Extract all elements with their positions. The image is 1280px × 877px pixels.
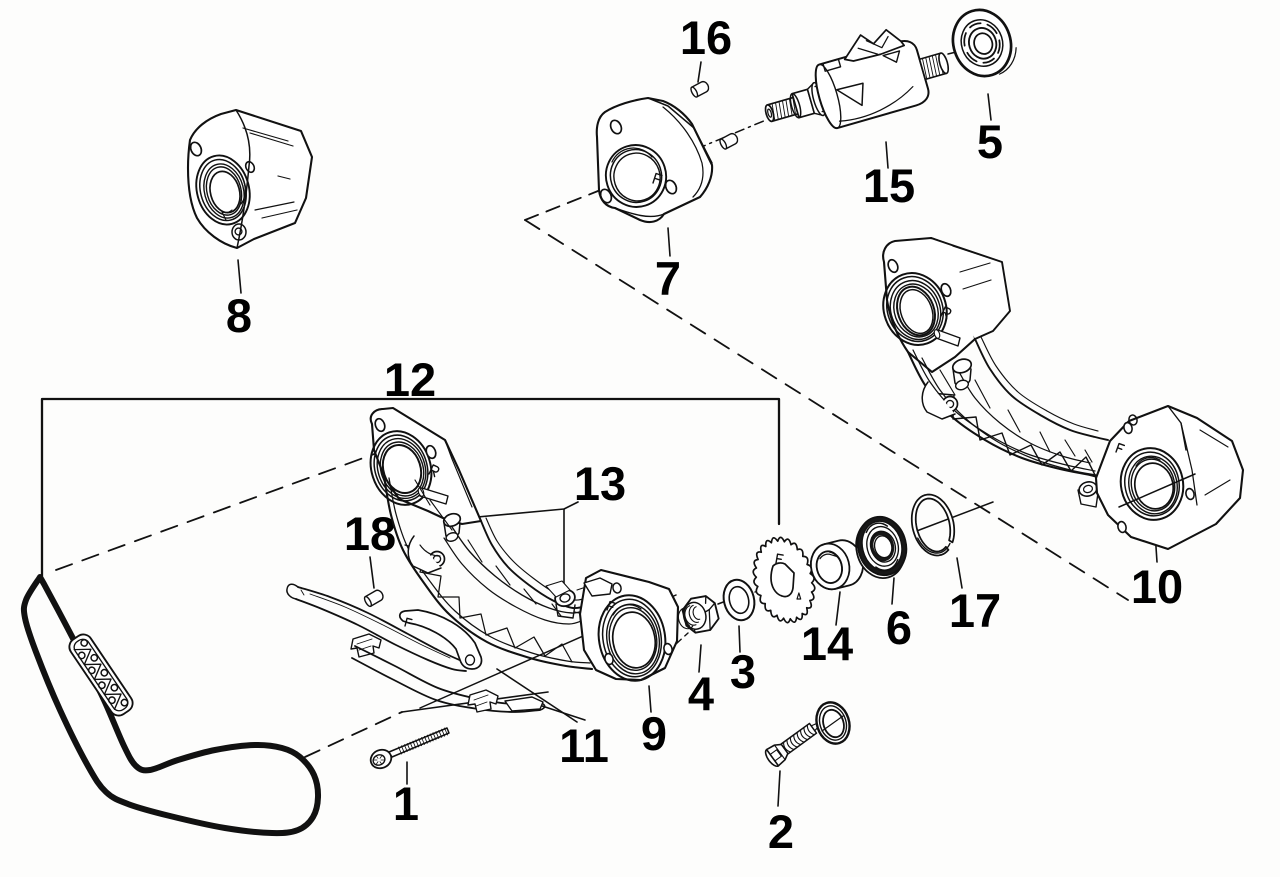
svg-text:14: 14	[801, 617, 853, 670]
svg-text:2: 2	[768, 805, 794, 858]
svg-text:13: 13	[574, 457, 626, 510]
svg-text:8: 8	[226, 289, 252, 342]
svg-text:4: 4	[688, 667, 714, 720]
svg-text:6: 6	[886, 601, 912, 654]
svg-text:12: 12	[384, 353, 436, 406]
svg-text:1: 1	[393, 777, 419, 830]
svg-text:9: 9	[641, 707, 667, 760]
svg-text:3: 3	[730, 645, 756, 698]
svg-text:7: 7	[655, 252, 681, 305]
svg-text:18: 18	[344, 507, 396, 560]
svg-text:16: 16	[680, 11, 732, 64]
svg-text:17: 17	[949, 584, 1001, 637]
svg-text:11: 11	[559, 719, 609, 772]
svg-text:15: 15	[863, 159, 915, 212]
svg-text:5: 5	[977, 115, 1003, 168]
svg-text:10: 10	[1131, 560, 1183, 613]
